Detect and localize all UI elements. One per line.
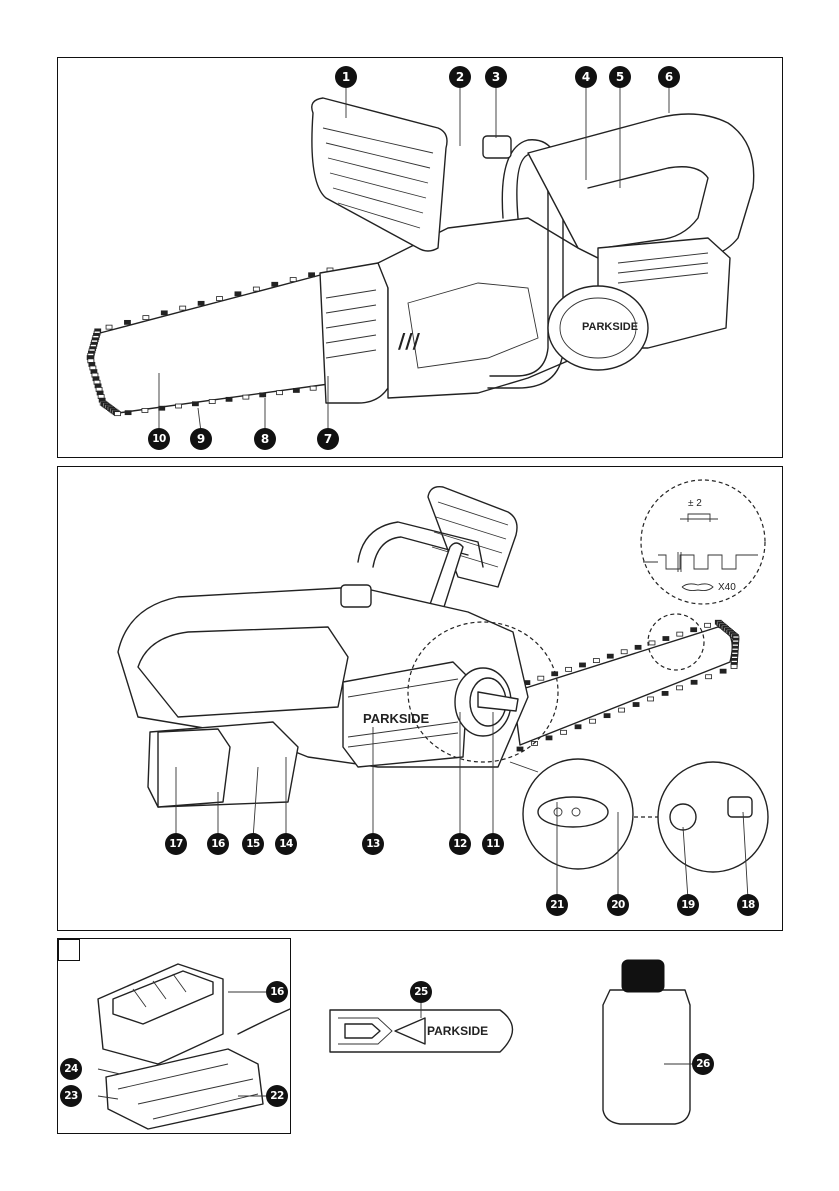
chain-count-label: X40 xyxy=(718,582,736,593)
chain-link xyxy=(176,404,182,408)
chain-link xyxy=(192,402,198,406)
chain-link xyxy=(677,686,683,690)
chain-link xyxy=(253,287,259,291)
chain-link xyxy=(277,391,283,395)
chain-link xyxy=(607,654,613,658)
chain-link xyxy=(561,730,567,734)
chain-link xyxy=(198,301,204,305)
callout-26: 26 xyxy=(692,1053,714,1075)
callout-12: 12 xyxy=(449,833,471,855)
chain-link xyxy=(604,714,610,718)
callout-23: 23 xyxy=(60,1085,82,1107)
chain-link xyxy=(217,297,223,301)
chain-pitch-label: ± 2 xyxy=(688,498,702,509)
callout-11: 11 xyxy=(482,833,504,855)
chain-link xyxy=(662,691,668,695)
callout-8: 8 xyxy=(254,428,276,450)
chain-link xyxy=(143,316,149,320)
callout-16: 16 xyxy=(207,833,229,855)
figure-c-panel: 16 24 23 22 xyxy=(57,938,291,1134)
figure-b-drawing xyxy=(58,467,784,932)
figure-b-brand: PARKSIDE xyxy=(363,711,429,726)
figure-c-drawing xyxy=(58,939,292,1135)
chain-link xyxy=(706,675,712,679)
chain-link xyxy=(226,397,232,401)
chain-link xyxy=(677,632,683,636)
chain-link xyxy=(633,703,639,707)
callout-14: 14 xyxy=(275,833,297,855)
chain-link xyxy=(635,645,641,649)
chain-link xyxy=(159,406,165,410)
chain-link xyxy=(619,708,625,712)
chain-link xyxy=(590,719,596,723)
callout-19: 19 xyxy=(677,894,699,916)
chain-link xyxy=(705,623,711,627)
callout-6: 6 xyxy=(658,66,680,88)
callout-13: 13 xyxy=(362,833,384,855)
chain-link xyxy=(293,388,299,392)
chain-link xyxy=(310,386,316,390)
callout-17: 17 xyxy=(165,833,187,855)
callout-10: 10 xyxy=(148,428,170,450)
chain-link xyxy=(538,676,544,680)
chain-link xyxy=(649,641,655,645)
chain-link xyxy=(125,411,131,415)
figure-a-brand: PARKSIDE xyxy=(582,321,638,333)
figure-b-panel: PARKSIDE ± 2 X40 17 16 15 14 13 12 11 21… xyxy=(57,466,783,931)
figure-a-panel: /// PARKSIDE 1 2 3 4 5 6 7 8 9 10 xyxy=(57,57,783,458)
chain-link xyxy=(260,393,266,397)
chain-guard-brand: PARKSIDE xyxy=(427,1024,488,1038)
chain-link xyxy=(161,311,167,315)
callout-1: 1 xyxy=(335,66,357,88)
callout-18: 18 xyxy=(737,894,759,916)
callout-9: 9 xyxy=(190,428,212,450)
chain-link xyxy=(290,278,296,282)
callout-22: 22 xyxy=(266,1085,288,1107)
chain-link xyxy=(235,292,241,296)
chain-link xyxy=(566,667,572,671)
chain-link xyxy=(579,663,585,667)
chain-link xyxy=(731,664,737,668)
callout-24: 24 xyxy=(60,1058,82,1080)
chain-link xyxy=(621,650,627,654)
chain-link xyxy=(517,747,523,751)
chain-link xyxy=(663,637,669,641)
chain-link xyxy=(209,400,215,404)
callout-15: 15 xyxy=(242,833,264,855)
chain-link xyxy=(593,659,599,663)
chain-link xyxy=(575,725,581,729)
chain-link xyxy=(272,282,278,286)
figure-a-drawing: /// xyxy=(58,58,784,459)
chain-link xyxy=(243,395,249,399)
chain-link xyxy=(142,408,148,412)
callout-2: 2 xyxy=(449,66,471,88)
chain-link xyxy=(106,325,112,329)
chain-link xyxy=(691,680,697,684)
chain-link xyxy=(124,320,130,324)
chain-link xyxy=(648,697,654,701)
callout-3: 3 xyxy=(485,66,507,88)
chain-link xyxy=(720,669,726,673)
callout-16-c: 16 xyxy=(266,981,288,1003)
callout-4: 4 xyxy=(575,66,597,88)
callout-20: 20 xyxy=(607,894,629,916)
chain-link xyxy=(115,412,121,416)
callout-21: 21 xyxy=(546,894,568,916)
chain-link xyxy=(309,273,315,277)
callout-7: 7 xyxy=(317,428,339,450)
svg-text:///: /// xyxy=(398,329,421,353)
callout-25: 25 xyxy=(410,981,432,1003)
callout-5: 5 xyxy=(609,66,631,88)
chain-link xyxy=(546,736,552,740)
chain-link xyxy=(180,306,186,310)
chain-link xyxy=(691,628,697,632)
